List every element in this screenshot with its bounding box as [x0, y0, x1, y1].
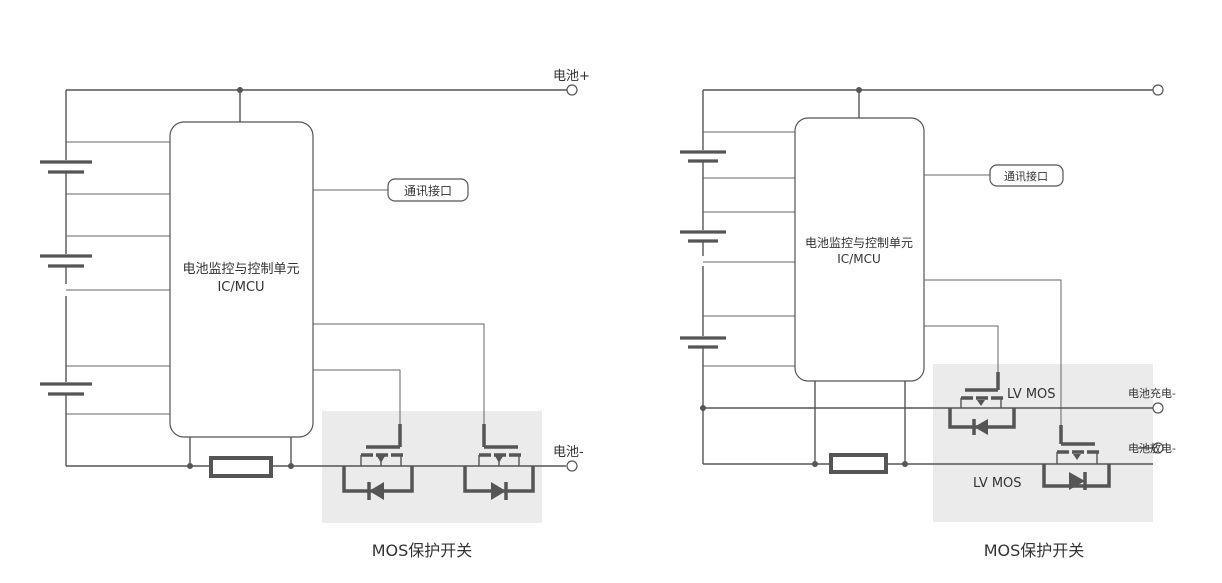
sense-resistor: [209, 456, 273, 478]
comm-interface-box: [387, 178, 469, 202]
battery-negative-label: 电池-: [553, 445, 584, 460]
mos-bottom-label: LV MOS: [973, 476, 1022, 491]
mosfet-1: [342, 424, 414, 500]
left-caption: MOS保护开关: [372, 541, 473, 560]
mosfet-discharge: LV MOS: [973, 425, 1111, 491]
sense-resistor-right: [829, 453, 888, 474]
mosfet-charge: LV MOS: [948, 372, 1056, 435]
discharge-terminal-label: 电池放电-: [1128, 441, 1176, 455]
charge-terminal-label: 电池充电-: [1128, 386, 1176, 400]
ic-mcu-box-right: [794, 117, 925, 382]
comm-interface-label-right: 通讯接口: [1004, 170, 1048, 183]
battery-positive-label: 电池+: [553, 69, 590, 84]
top-terminal: [1152, 84, 1164, 96]
ic-title-right: 电池监控与控制单元: [805, 236, 913, 250]
charge-terminal: [1152, 402, 1164, 414]
mos-top-label: LV MOS: [1007, 387, 1056, 402]
battery-stack: [40, 90, 92, 466]
mos-switch-shade: [322, 411, 542, 523]
left-diagram: 电池+ 电池监控与控制单元 IC/MCU 通讯接口: [40, 69, 590, 560]
comm-interface-box-right: [989, 164, 1064, 187]
battery-stack-right: [680, 90, 726, 464]
battery-positive-terminal: [566, 84, 578, 96]
ic-subtitle: IC/MCU: [217, 280, 264, 295]
ic-title: 电池监控与控制单元: [182, 262, 299, 277]
battery-negative-terminal: [566, 460, 578, 472]
ic-subtitle-right: IC/MCU: [837, 252, 880, 266]
mosfet-2: [463, 424, 535, 500]
comm-interface-label: 通讯接口: [404, 183, 452, 198]
right-caption: MOS保护开关: [984, 541, 1085, 560]
right-diagram: 电池监控与控制单元 IC/MCU 通讯接口 电池充电- 电池放电-: [680, 84, 1176, 560]
ic-mcu-box: [169, 121, 314, 438]
